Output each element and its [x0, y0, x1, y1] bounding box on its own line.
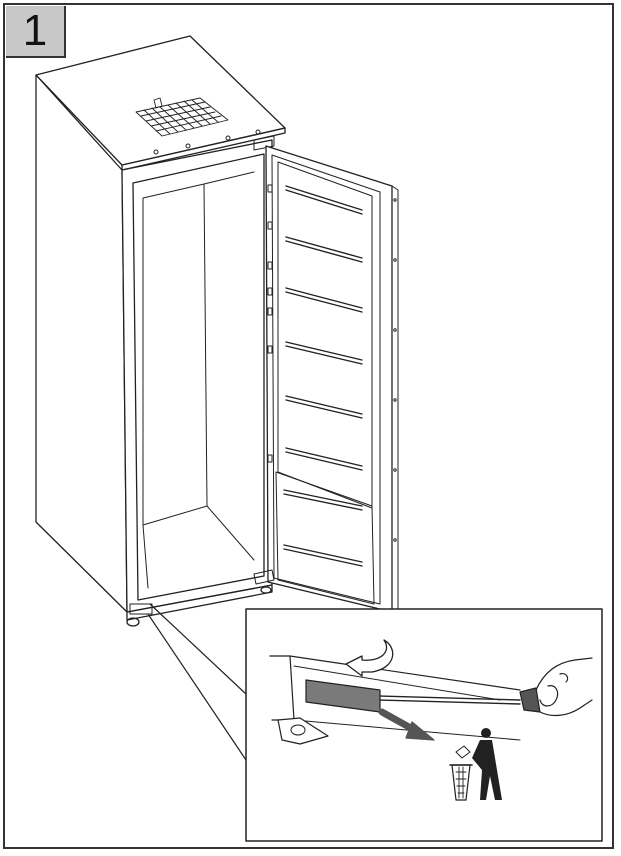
hand-icon — [535, 657, 593, 717]
remove-arrow-icon — [378, 708, 435, 741]
detail-zoom-box — [245, 608, 603, 842]
rotate-arrow-icon — [345, 639, 394, 677]
zoom-callout-lines — [129, 603, 247, 761]
trash-bin-icon — [449, 728, 502, 801]
step-number-badge: 1 — [6, 6, 66, 58]
open-door — [253, 145, 399, 615]
grille-icon — [135, 97, 229, 137]
